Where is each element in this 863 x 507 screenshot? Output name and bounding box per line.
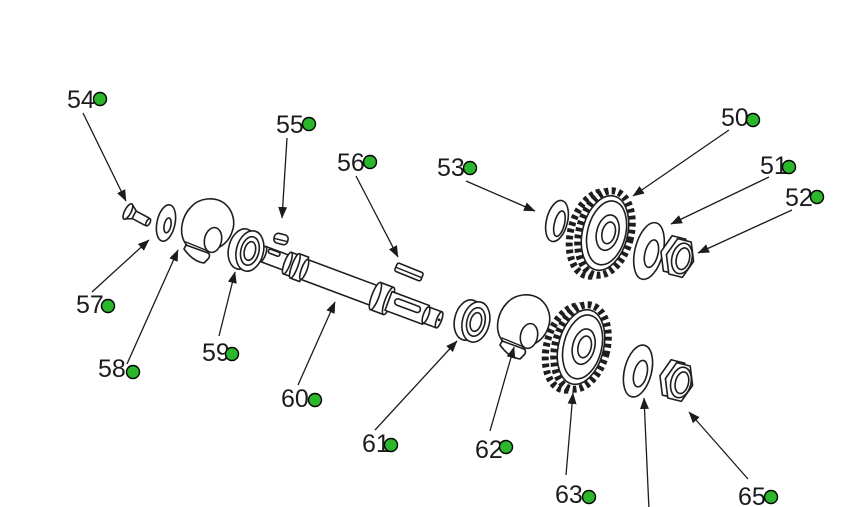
callout-label-60: 60: [281, 385, 309, 413]
leader-line-50: [632, 129, 730, 197]
callout-dot-65[interactable]: [763, 489, 779, 505]
leader-line-57: [91, 239, 150, 293]
callout-label-50: 50: [721, 104, 749, 132]
leader-line-65: [688, 411, 749, 480]
leader-line-56: [355, 175, 399, 258]
part-gear-upper: [561, 180, 645, 285]
leader-line-53: [465, 180, 536, 212]
callout-label-52: 52: [785, 184, 813, 212]
leader-line-51: [670, 176, 770, 225]
callout-dot-55[interactable]: [301, 116, 317, 132]
part-bearing-right: [449, 296, 495, 346]
callout-label-56: 56: [337, 149, 365, 177]
callout-label-53: 53: [437, 154, 465, 182]
callout-dot-53[interactable]: [462, 160, 478, 176]
callout-dot-59[interactable]: [224, 346, 240, 362]
callout-dot-52[interactable]: [809, 189, 825, 205]
part-clamp-left: [180, 197, 235, 264]
part-washer-lower: [622, 344, 654, 398]
callout-dot-62[interactable]: [498, 439, 514, 455]
callout-dot-54[interactable]: [92, 91, 108, 107]
part-flat-washer-upper: [632, 221, 666, 281]
part-flat-head-screw: [122, 203, 152, 227]
callout-label-65: 65: [738, 483, 766, 507]
part-washer-left: [155, 204, 177, 242]
callout-label-58: 58: [98, 355, 126, 383]
leader-line-52: [697, 209, 793, 254]
callout-label-57: 57: [76, 291, 104, 319]
callout-dot-61[interactable]: [383, 437, 399, 453]
callout-label-55: 55: [276, 111, 304, 139]
leader-line-54: [82, 112, 127, 202]
leader-line-55: [278, 137, 288, 219]
leader-line-62: [489, 346, 516, 432]
part-gear-lower: [537, 294, 621, 399]
leader-line-61: [374, 340, 458, 431]
leader-line-offscreen: [639, 397, 650, 507]
leader-line-63: [565, 392, 577, 476]
part-shaft: [258, 245, 444, 329]
callout-label-63: 63: [555, 481, 583, 507]
callout-label-62: 62: [475, 436, 503, 464]
callout-dot-60[interactable]: [307, 392, 323, 408]
leader-line-59: [218, 271, 237, 337]
part-clamp-right: [496, 293, 551, 360]
part-washer-small-upper: [544, 199, 570, 243]
callout-dot-57[interactable]: [100, 298, 116, 314]
part-key-long: [394, 262, 424, 282]
callout-dot-50[interactable]: [745, 112, 761, 128]
leader-line-58: [126, 249, 179, 365]
callout-label-54: 54: [67, 86, 95, 114]
parts-layer: [122, 180, 700, 404]
callout-dot-63[interactable]: [581, 489, 597, 505]
callout-dot-51[interactable]: [781, 159, 797, 175]
callout-dot-56[interactable]: [362, 154, 378, 170]
leader-line-60: [297, 301, 336, 386]
part-hex-nut-lower: [654, 357, 699, 404]
part-key-small: [273, 232, 289, 246]
callout-dot-58[interactable]: [125, 364, 141, 380]
